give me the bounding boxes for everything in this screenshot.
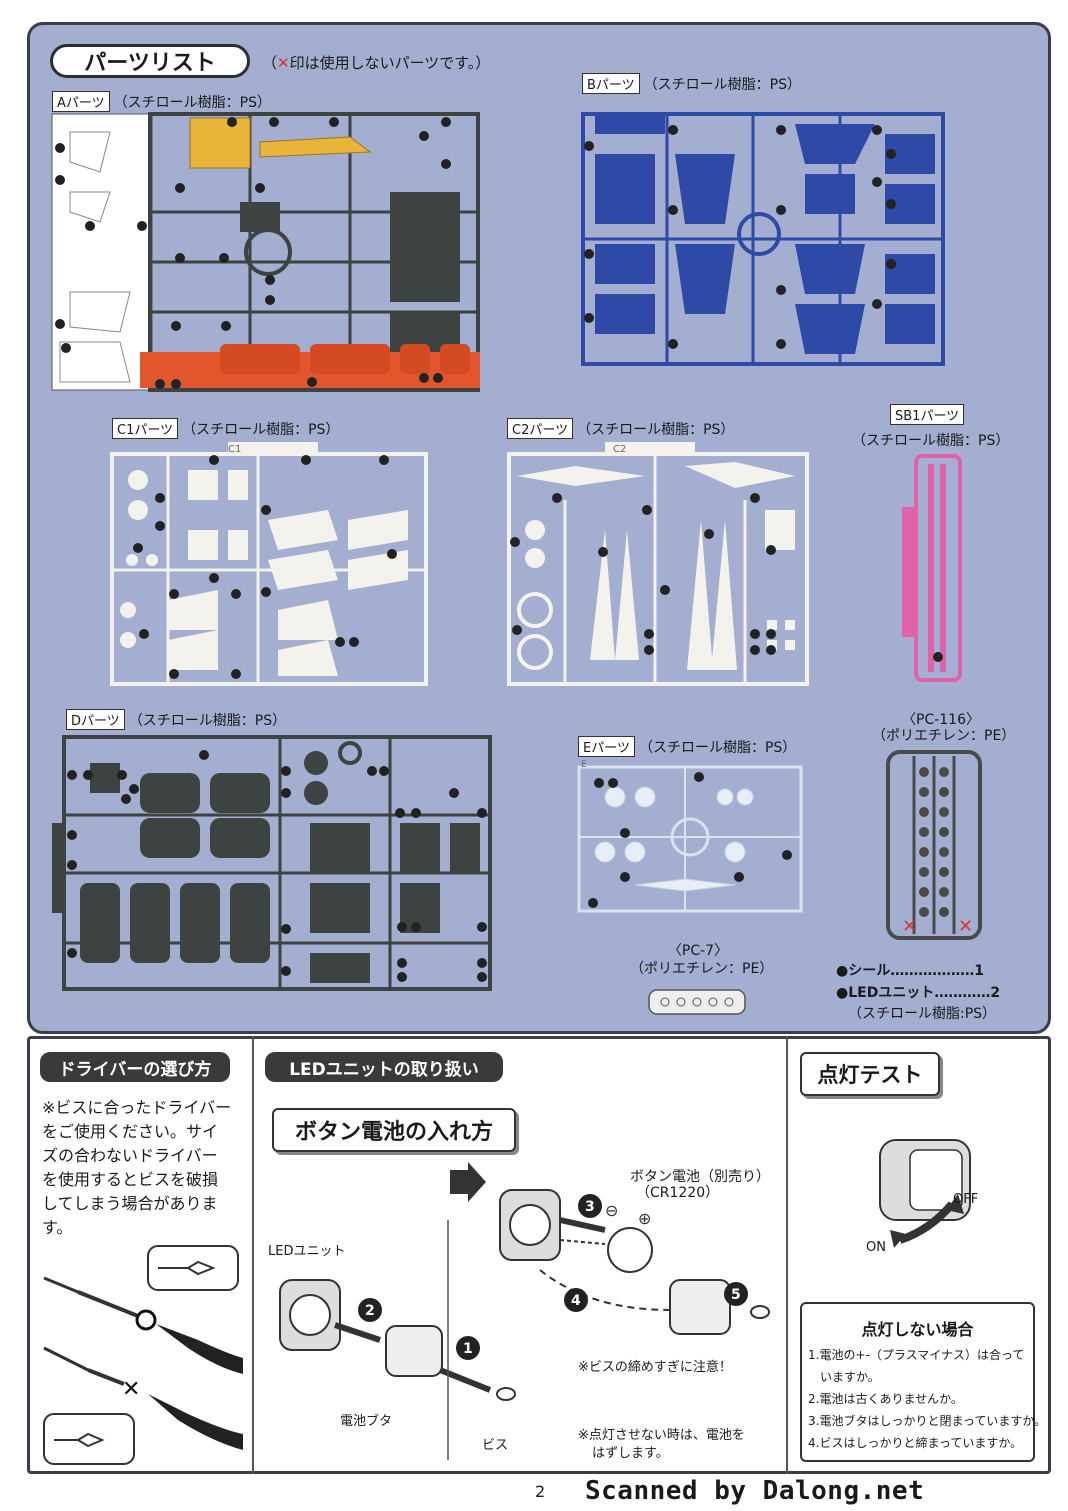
runner-a [51,112,480,392]
troubleshooting-item: 4.ビスはしっかりと締まっていますか。 [808,1436,1023,1450]
led-battery-illustration: ⊖ ⊕ 3 4 5 2 1 [279,1162,770,1460]
battery-cover-closed-icon [669,1279,731,1335]
screw-head-icon [158,1260,216,1276]
insert-arrow-icon [559,1217,606,1233]
screw-icon [750,1305,770,1319]
driver-section-note: ※ビスに合ったドライバーをご使用ください。サイズの合わないドライバーを使用すると… [42,1098,232,1237]
screwdriver-good-icon [156,1324,243,1374]
light-test-title: 点灯テスト [800,1052,940,1096]
parts-list-note: （✕印は使用しないパーツです。） [262,54,491,72]
svg-text:5: 5 [731,1287,741,1303]
runner-c2-mark: C2 [613,444,626,455]
scanner-credit: Scanned by Dalong.net [585,1476,925,1506]
troubleshooting-item: 3.電池ブタはしっかりと閉まっていますか。 [808,1414,1047,1428]
accessory-seal: ●シール………………1 [836,963,984,979]
remove-cover-arrow-icon [334,1322,381,1343]
runner-c2: C2 [507,442,809,686]
svg-text:3: 3 [585,1199,595,1215]
light-test-illustration [879,1139,971,1248]
button-battery-icon [607,1227,653,1273]
step-4-badge: 4 [564,1288,588,1312]
troubleshooting-item: いますか。 [808,1370,880,1384]
parts-list-note-text: 印は使用しないパーツです。 [289,54,476,72]
troubleshooting-item: 2.電池は古くありませんか。 [808,1392,963,1406]
pc116-tag: 〈PC-116〉 [902,712,980,728]
step-3-badge: 3 [578,1194,602,1218]
divider-left [252,1036,254,1474]
battery-label: ボタン電池（別売り） [630,1169,770,1185]
driver-section-title: ドライバーの選び方 [40,1052,230,1082]
runner-sb1-material: （スチロール樹脂：PS） [852,433,1010,449]
accessory-led: ●LEDユニット…………2 [836,985,1001,1001]
svg-text:2: 2 [365,1303,375,1319]
off-label: OFF [953,1192,979,1207]
minus-icon: ⊖ [605,1201,618,1220]
on-label: ON [866,1240,886,1255]
plus-icon: ⊕ [638,1209,651,1228]
runner-b [581,112,945,366]
unused-note-line1: ※点灯させない時は、電池を [578,1428,745,1443]
led-section-subtitle: ボタン電池の入れ方 [272,1108,516,1152]
troubleshooting-item: 1.電池の+-（プラスマイナス）は合って [808,1348,1025,1362]
svg-text:4: 4 [571,1293,581,1309]
runner-e-label: Eパーツ（スチロール樹脂：PS） [578,736,796,757]
led-unit-label: LEDユニット [268,1244,346,1259]
runner-c1-mark: C1 [228,444,241,455]
screw-warning: ※ビスの締めすぎに注意！ [578,1360,732,1375]
pc116-material: （ポリエチレン：PE） [872,728,1016,744]
runner-sb1 [902,454,962,682]
troubleshooting-box: 点灯しない場合 1.電池の+-（プラスマイナス）は合って いますか。 2.電池は… [800,1302,1046,1462]
step-2-badge: 2 [358,1298,382,1322]
runner-d-label: Dパーツ（スチロール樹脂：PS） [66,709,286,730]
runner-c1: C1 [110,442,428,686]
pc7-material: （ポリエチレン：PE） [630,961,774,977]
step-5-badge: 5 [724,1282,748,1306]
runner-pc7 [648,989,746,1015]
screwdriver-bad-icon [148,1394,243,1450]
battery-cover-label: 電池ブタ [340,1414,393,1429]
pc7-tag: 〈PC-7〉 [667,943,729,959]
runner-d [52,735,492,991]
led-section-title: LEDユニットの取り扱い [265,1052,503,1082]
unused-note-line2: はずします。 [592,1446,669,1461]
accessory-led-material: （スチロール樹脂:PS） [848,1006,997,1022]
svg-text:1: 1 [463,1341,473,1357]
runner-sb1-tag-wrap: SB1パーツ [890,404,968,425]
step-1-badge: 1 [456,1336,480,1360]
runner-c2-label: C2パーツ（スチロール樹脂：PS） [507,418,734,439]
parts-list-title: パーツリスト [50,44,250,78]
screw-removed-icon [496,1387,516,1401]
battery-model: （CR1220） [636,1185,720,1201]
flow-arrow-icon [450,1162,486,1202]
runner-c1-label: C1パーツ（スチロール樹脂：PS） [112,418,339,439]
svg-text:✕: ✕ [902,916,917,937]
ok-mark-icon [135,1309,157,1331]
ng-mark-icon: ✕ [122,1377,140,1402]
svg-text:✕: ✕ [958,916,973,937]
divider-right [786,1036,788,1474]
driver-illustration: ✕ [43,1245,243,1465]
screw-label: ビス [482,1438,509,1453]
page-number: 2 [535,1482,546,1501]
runner-pc116: ✕ ✕ [886,750,982,940]
runner-e: E [577,760,803,913]
runner-e-mark: E [581,760,587,770]
unused-mark-icon: ✕ [277,54,290,72]
battery-cover-icon [385,1325,443,1377]
runner-a-label: Aパーツ（スチロール樹脂：PS） [52,91,271,112]
runner-b-label: Bパーツ（スチロール樹脂：PS） [582,73,801,94]
instructions-panel [27,1036,1051,1474]
troubleshooting-title: 点灯しない場合 [861,1320,974,1339]
